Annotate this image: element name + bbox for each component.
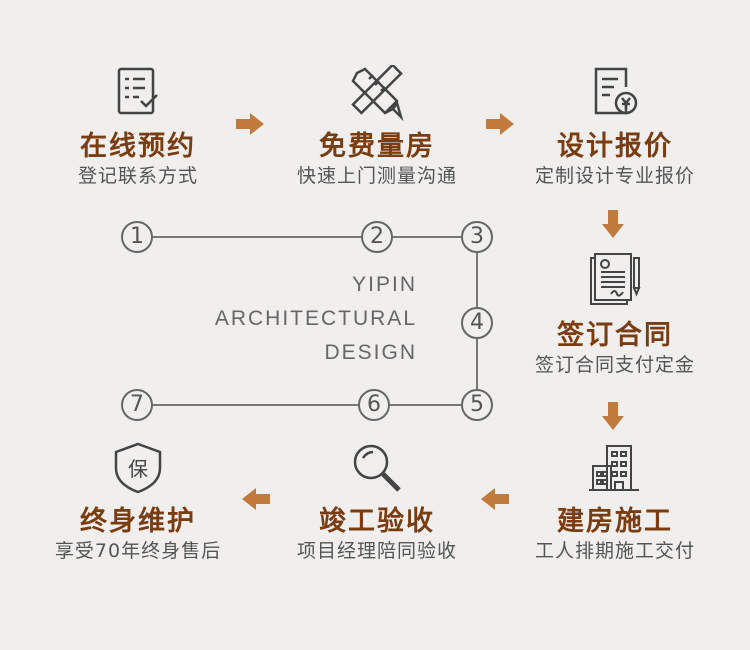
connector-6-7: [137, 404, 374, 406]
brand-line-1: YIPIN: [352, 273, 417, 296]
step-number-1: 1: [121, 221, 153, 253]
arrow-left-icon: [481, 488, 509, 510]
step-title: 竣工验收: [319, 506, 435, 537]
connector-4-5: [476, 323, 478, 405]
quote-document-icon: [594, 67, 638, 115]
connector-2-3: [377, 236, 477, 238]
step-online-booking: 在线预约 登记联系方式: [18, 65, 258, 189]
brand-line-2: ARCHITECTURAL: [214, 307, 417, 330]
step-title: 终身维护: [80, 506, 196, 537]
step-title: 免费量房: [319, 131, 435, 162]
step-subtitle: 快速上门测量沟通: [296, 165, 457, 187]
step-title: 设计报价: [557, 131, 673, 162]
arrow-right-icon: [486, 113, 514, 135]
step-acceptance: 竣工验收 项目经理陪同验收: [257, 440, 497, 564]
step-number-3: 3: [461, 221, 493, 253]
step-number-5: 5: [461, 389, 493, 421]
step-construction: 建房施工 工人排期施工交付: [495, 440, 735, 564]
step-subtitle: 登记联系方式: [77, 165, 198, 187]
connector-5-6: [374, 404, 477, 406]
building-icon: [589, 445, 639, 491]
step-sign-contract: 签订合同 签订合同支付定金: [495, 250, 735, 378]
step-number-7: 7: [121, 389, 153, 421]
magnifier-icon: [353, 444, 401, 492]
svg-text:保: 保: [128, 457, 148, 481]
shield-icon: 保: [114, 442, 162, 494]
arrow-right-icon: [236, 113, 264, 135]
ruler-pencil-icon: [351, 65, 404, 121]
step-design-quote: 设计报价 定制设计专业报价: [495, 65, 735, 189]
step-subtitle: 定制设计专业报价: [534, 165, 695, 187]
step-title: 在线预约: [80, 131, 196, 162]
step-subtitle: 签订合同支付定金: [534, 354, 695, 376]
arrow-left-icon: [242, 488, 270, 510]
brand-text: YIPIN ARCHITECTURAL DESIGN: [215, 268, 417, 370]
step-number-4: 4: [461, 307, 493, 339]
step-subtitle: 项目经理陪同验收: [296, 540, 457, 562]
contract-icon: [590, 253, 641, 305]
connector-3-4: [476, 237, 478, 323]
step-free-measure: 免费量房 快速上门测量沟通: [257, 65, 497, 189]
step-title: 签订合同: [557, 320, 673, 351]
step-lifetime-maintenance: 保 终身维护 享受70年终身售后: [18, 440, 258, 564]
step-subtitle: 工人排期施工交付: [534, 540, 695, 562]
arrow-down-icon: [602, 210, 624, 238]
checklist-icon: [117, 67, 158, 115]
brand-line-3: DESIGN: [324, 341, 417, 364]
step-subtitle: 享受70年终身售后: [54, 540, 222, 562]
step-title: 建房施工: [557, 506, 673, 537]
step-number-6: 6: [358, 389, 390, 421]
connector-1-2: [137, 236, 377, 238]
step-number-2: 2: [361, 221, 393, 253]
arrow-down-icon: [602, 402, 624, 430]
